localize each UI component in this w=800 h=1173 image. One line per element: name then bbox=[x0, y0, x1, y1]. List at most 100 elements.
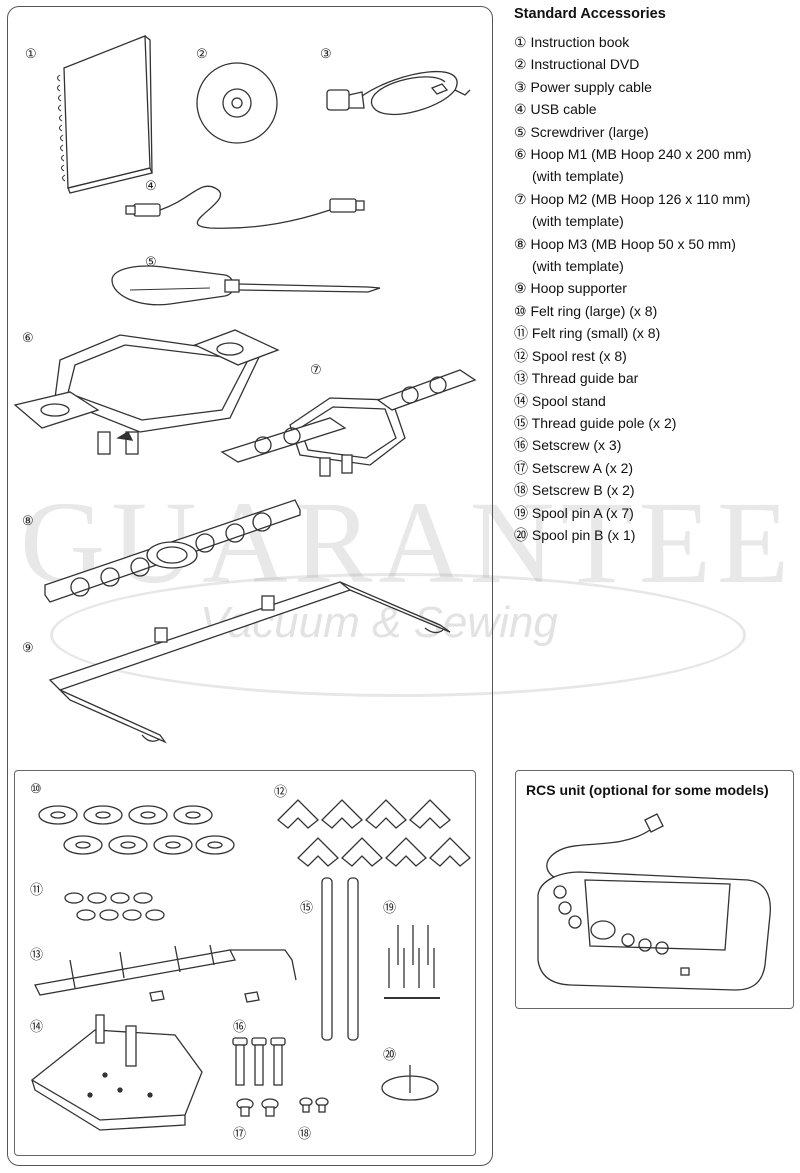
watermark-ellipse bbox=[50, 573, 746, 697]
thread-guide-bar-illustration bbox=[34, 944, 297, 1003]
label-3: ③ bbox=[320, 46, 332, 61]
accessory-item: ② Instructional DVD bbox=[514, 53, 751, 75]
watermark-sub: Vacuum & Sewing bbox=[200, 598, 558, 647]
label-14: ⑭ bbox=[30, 1019, 44, 1034]
accessories-title: Standard Accessories bbox=[514, 6, 666, 22]
accessory-item: ⑬ Thread guide bar bbox=[514, 367, 751, 389]
accessory-number: ② bbox=[514, 56, 527, 73]
accessory-item: ⑨ Hoop supporter bbox=[514, 277, 751, 299]
label-7: ⑦ bbox=[310, 362, 322, 377]
accessory-label: Instructional DVD bbox=[530, 56, 640, 73]
accessory-label: Felt ring (large) (x 8) bbox=[530, 302, 658, 319]
label-13: ⑬ bbox=[30, 947, 44, 962]
label-19: ⑲ bbox=[383, 900, 397, 915]
accessory-label: Hoop M1 (MB Hoop 240 x 200 mm) bbox=[530, 146, 752, 163]
label-4: ④ bbox=[145, 178, 157, 193]
rcs-unit-illustration bbox=[537, 813, 771, 991]
accessory-number: ⑩ bbox=[514, 302, 527, 319]
label-12: ⑫ bbox=[274, 784, 288, 799]
accessory-number: ⑲ bbox=[514, 504, 528, 521]
label-2: ② bbox=[196, 46, 208, 61]
accessory-label: Setscrew A (x 2) bbox=[531, 459, 634, 476]
setscrew-illustration bbox=[232, 1037, 286, 1086]
accessory-number: ⑬ bbox=[514, 370, 528, 387]
accessory-item: ④ USB cable bbox=[514, 98, 751, 120]
accessory-number: ① bbox=[514, 34, 527, 50]
instruction-book-illustration bbox=[57, 35, 153, 194]
spool-pin-b-illustration bbox=[381, 1065, 439, 1101]
accessory-sublabel: (with template) bbox=[532, 168, 624, 185]
accessory-item: ⑪ Felt ring (small) (x 8) bbox=[514, 322, 751, 344]
spool-pin-a-illustration bbox=[384, 925, 440, 999]
label-1: ① bbox=[25, 46, 37, 61]
accessory-number: ⑧ bbox=[514, 235, 527, 252]
accessory-item: ⑦ Hoop M2 (MB Hoop 126 x 110 mm) bbox=[514, 188, 751, 210]
label-18: ⑱ bbox=[298, 1126, 312, 1141]
accessory-label: Spool stand bbox=[531, 392, 606, 409]
setscrew-b-illustration bbox=[299, 1097, 329, 1113]
accessory-item: ⑱ Setscrew B (x 2) bbox=[514, 479, 751, 501]
label-17: ⑰ bbox=[233, 1126, 247, 1141]
accessory-number: ⑥ bbox=[514, 146, 527, 163]
label-20: ⑳ bbox=[383, 1047, 397, 1062]
accessory-item: ⑩ Felt ring (large) (x 8) bbox=[514, 300, 751, 322]
rcs-unit-title: RCS unit (optional for some models) bbox=[526, 782, 769, 798]
accessory-number: ⑤ bbox=[514, 123, 527, 140]
hoop-m1-illustration bbox=[13, 329, 280, 455]
accessory-label: Hoop M2 (MB Hoop 126 x 110 mm) bbox=[530, 190, 751, 207]
accessory-label: Thread guide bar bbox=[531, 370, 639, 387]
accessory-label: Hoop supporter bbox=[530, 280, 627, 297]
accessory-label: USB cable bbox=[530, 101, 597, 118]
hoop-supporter-illustration bbox=[48, 581, 451, 744]
accessory-number: ⑫ bbox=[514, 347, 528, 364]
accessory-number: ⑰ bbox=[514, 459, 528, 476]
label-6: ⑥ bbox=[22, 330, 34, 345]
spool-rest-illustration bbox=[277, 799, 471, 867]
accessory-item: ⑫ Spool rest (x 8) bbox=[514, 345, 751, 367]
spool-stand-illustration bbox=[30, 1014, 203, 1131]
accessory-label: Felt ring (small) (x 8) bbox=[531, 325, 661, 342]
watermark-main: GUARANTEE bbox=[20, 477, 796, 608]
accessory-number: ⑪ bbox=[514, 325, 528, 342]
hoop-m3-illustration bbox=[44, 499, 301, 603]
accessory-label: Thread guide pole (x 2) bbox=[531, 414, 677, 431]
accessory-label: Instruction book bbox=[530, 34, 630, 50]
accessory-item: ⑧ Hoop M3 (MB Hoop 50 x 50 mm) bbox=[514, 233, 751, 255]
accessory-label: Setscrew (x 3) bbox=[531, 437, 622, 454]
accessory-label: Setscrew B (x 2) bbox=[531, 482, 635, 499]
accessory-number: ⑯ bbox=[514, 437, 528, 454]
screwdriver-illustration bbox=[111, 265, 381, 306]
accessory-number: ③ bbox=[514, 78, 527, 95]
label-11: ⑪ bbox=[30, 882, 44, 897]
accessory-item: ⑳ Spool pin B (x 1) bbox=[514, 524, 751, 546]
accessory-sublabel: (with template) bbox=[532, 213, 624, 230]
accessory-item: ⑥ Hoop M1 (MB Hoop 240 x 200 mm) bbox=[514, 143, 751, 165]
hoop-m2-illustration bbox=[220, 369, 477, 477]
power-cable-illustration bbox=[326, 71, 471, 116]
small-parts-frame bbox=[14, 770, 476, 1156]
rcs-unit-frame bbox=[515, 770, 794, 1009]
label-9: ⑨ bbox=[22, 640, 34, 655]
felt-ring-large-illustration bbox=[38, 805, 235, 855]
accessory-number: ⑱ bbox=[514, 482, 528, 499]
accessories-illustration-frame bbox=[7, 6, 493, 1166]
accessory-label: Spool pin B (x 1) bbox=[531, 526, 636, 543]
usb-cable-illustration bbox=[125, 185, 365, 229]
label-5: ⑤ bbox=[145, 254, 157, 269]
label-15: ⑮ bbox=[300, 900, 314, 915]
accessory-number: ⑨ bbox=[514, 280, 527, 297]
accessory-item: ⑰ Setscrew A (x 2) bbox=[514, 457, 751, 479]
label-10: ⑩ bbox=[30, 781, 42, 796]
accessory-item: ⑮ Thread guide pole (x 2) bbox=[514, 412, 751, 434]
accessory-sublabel: (with template) bbox=[532, 258, 624, 275]
label-8: ⑧ bbox=[22, 513, 34, 528]
accessory-item: ⑤ Screwdriver (large) bbox=[514, 121, 751, 143]
felt-ring-small-illustration bbox=[64, 892, 165, 921]
accessory-item: ⑲ Spool pin A (x 7) bbox=[514, 502, 751, 524]
accessory-number: ⑭ bbox=[514, 392, 528, 409]
setscrew-a-illustration bbox=[236, 1098, 279, 1117]
accessory-item: ③ Power supply cable bbox=[514, 76, 751, 98]
accessory-label: Spool rest (x 8) bbox=[531, 347, 627, 364]
